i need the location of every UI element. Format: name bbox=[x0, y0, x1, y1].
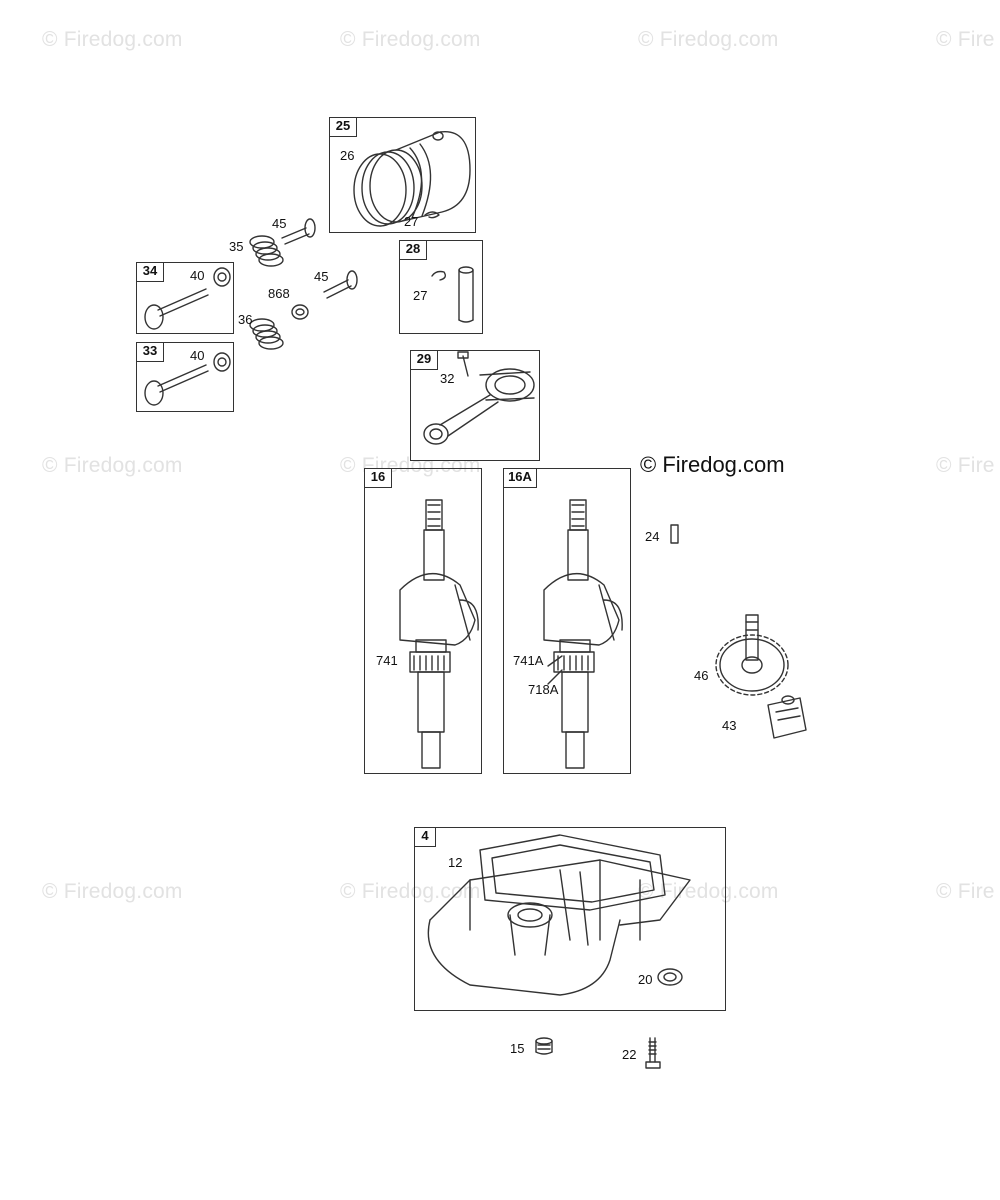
watermark: © Fire bbox=[936, 454, 995, 477]
watermark: © Fire bbox=[936, 28, 995, 51]
tappet-45b bbox=[323, 270, 358, 299]
watermark: © Firedog.com bbox=[638, 880, 779, 903]
key-drawing bbox=[670, 524, 679, 544]
watermark: © Firedog.com bbox=[340, 28, 481, 51]
watermark: © Fire bbox=[936, 880, 995, 903]
crankshaft-16-box bbox=[364, 468, 482, 774]
piston-pin-drawing bbox=[431, 266, 474, 323]
valve-34 bbox=[144, 267, 231, 330]
watermark: © Firedog.com bbox=[42, 28, 183, 51]
valve-spring-36 bbox=[249, 318, 284, 350]
part-label-27: 27 bbox=[404, 214, 419, 229]
part-label-40: 40 bbox=[190, 348, 205, 363]
crankshaft-16 bbox=[399, 499, 479, 769]
screw bbox=[645, 1037, 661, 1069]
firedog-watermark-main: © Firedog.com bbox=[640, 452, 785, 477]
box-tag-16a: 16A bbox=[503, 468, 537, 488]
watermark: © Firedog.com bbox=[42, 454, 183, 477]
piston-box bbox=[329, 117, 476, 233]
connecting-rod bbox=[423, 351, 535, 445]
part-label-718a: 718A bbox=[528, 682, 559, 697]
valve-33-box bbox=[136, 342, 234, 412]
part-label-45: 45 bbox=[272, 216, 287, 231]
part-label-868: 868 bbox=[268, 286, 290, 301]
box-tag-28: 28 bbox=[399, 240, 427, 260]
part-label-24: 24 bbox=[645, 529, 660, 544]
crankshaft-16a-box bbox=[503, 468, 631, 774]
crankshaft-16a bbox=[543, 499, 623, 769]
box-tag-4: 4 bbox=[414, 827, 436, 847]
watermark: © Firedog.com bbox=[42, 880, 183, 903]
box-tag-25: 25 bbox=[329, 117, 357, 137]
part-label-35: 35 bbox=[229, 239, 244, 254]
box-tag-16: 16 bbox=[364, 468, 392, 488]
part-label-15: 15 bbox=[510, 1041, 525, 1056]
tappet-45a bbox=[281, 218, 316, 245]
piston-pin-box bbox=[399, 240, 483, 334]
part-label-26: 26 bbox=[340, 148, 355, 163]
box-tag-33: 33 bbox=[136, 342, 164, 362]
cam-gear bbox=[715, 614, 789, 696]
drain-plug bbox=[535, 1037, 553, 1055]
connecting-rod-box bbox=[410, 350, 540, 461]
part-label-40: 40 bbox=[190, 268, 205, 283]
piston-drawing bbox=[353, 130, 471, 227]
valve-spring-35 bbox=[249, 235, 284, 267]
part-label-741a: 741A bbox=[513, 653, 544, 668]
governor bbox=[767, 695, 807, 739]
part-label-741: 741 bbox=[376, 653, 398, 668]
box-tag-29: 29 bbox=[410, 350, 438, 370]
part-label-32: 32 bbox=[440, 371, 455, 386]
sump-cover bbox=[427, 834, 691, 996]
part-label-36: 36 bbox=[238, 312, 253, 327]
valve-33 bbox=[144, 352, 231, 406]
watermark: © Firedog.com bbox=[340, 880, 481, 903]
part-label-46: 46 bbox=[694, 668, 709, 683]
retainer-868 bbox=[291, 304, 309, 320]
part-label-20: 20 bbox=[638, 972, 653, 987]
part-label-43: 43 bbox=[722, 718, 737, 733]
part-label-45: 45 bbox=[314, 269, 329, 284]
part-label-22: 22 bbox=[622, 1047, 637, 1062]
watermark: © Firedog.com bbox=[638, 28, 779, 51]
oil-seal bbox=[657, 968, 683, 986]
sump-box bbox=[414, 827, 726, 1011]
part-label-12: 12 bbox=[448, 855, 463, 870]
valve-34-box bbox=[136, 262, 234, 334]
box-tag-34: 34 bbox=[136, 262, 164, 282]
part-label-27: 27 bbox=[413, 288, 428, 303]
